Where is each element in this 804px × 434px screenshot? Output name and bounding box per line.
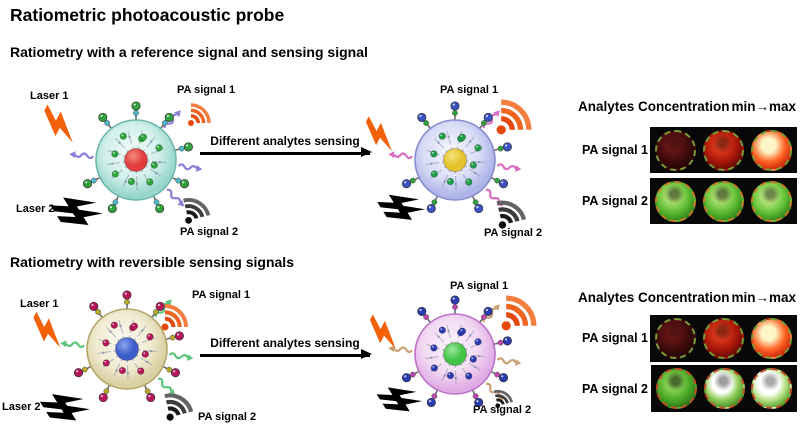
laser1-bolt-icon: [360, 313, 414, 355]
panel-heading: Analytes Concentration min→max: [578, 290, 796, 305]
pa-signal1-image-strip: [650, 315, 797, 362]
pa-signal1-label: PA signal 1: [440, 84, 499, 96]
pa-signal1-waves-icon: [497, 289, 543, 335]
pa-signal2-image-strip: [650, 178, 797, 224]
sensing-arrow: Different analytes sensing: [200, 336, 372, 359]
pa-signal2-waves-icon: [175, 187, 216, 228]
laser1-label: Laser 1: [30, 90, 69, 102]
nanoparticle-before: [60, 287, 194, 407]
pa-image-circle-mid: [703, 318, 744, 359]
right-arrow-icon: [200, 350, 372, 359]
pa-signal2-label: PA signal 2: [180, 226, 239, 238]
pa-image-circle-mid: [703, 180, 744, 222]
pa-signal2-waves-icon: [488, 382, 517, 411]
laser2-bolt-icon: [377, 187, 436, 229]
panel-heading: Analytes Concentration min→max: [578, 99, 796, 114]
pa-signal1-label: PA signal 1: [177, 84, 236, 96]
section1-heading: Ratiometry with a reference signal and s…: [10, 44, 368, 60]
pa-image-circle-min: [656, 368, 697, 409]
laser2-label: Laser 2: [16, 203, 55, 215]
pa-signal2-label: PA signal 2: [484, 227, 543, 239]
pa-signal1-label: PA signal 1: [450, 280, 509, 292]
min-max-label: min→max: [731, 99, 796, 114]
pa-signal1-waves-icon: [158, 299, 193, 334]
section2-heading: Ratiometry with reversible sensing signa…: [10, 254, 294, 270]
pa-signal1-image-strip: [650, 127, 797, 173]
laser2-bolt-icon: [38, 386, 104, 430]
pa-image-circle-max: [751, 129, 792, 171]
pa-image-circle-min: [655, 318, 696, 359]
laser1-bolt-icon: [34, 103, 92, 149]
laser2-label: Laser 2: [2, 401, 41, 413]
panel-row2-label: PA signal 2: [582, 194, 648, 208]
pa-image-circle-min: [655, 129, 696, 171]
pa-image-circle-min: [655, 180, 696, 222]
right-arrow-icon: [200, 148, 372, 157]
laser1-label: Laser 1: [20, 298, 59, 310]
sensing-arrow: Different analytes sensing: [200, 134, 372, 157]
analytes-concentration-label: Analytes Concentration: [578, 290, 730, 305]
pa-signal1-waves-icon: [492, 93, 538, 139]
pa-signal1-label: PA signal 1: [192, 289, 251, 301]
pa-image-circle-mid: [703, 129, 744, 171]
pa-signal1-waves-icon: [185, 99, 215, 129]
laser2-bolt-icon: [376, 380, 434, 420]
min-max-label: min→max: [731, 290, 796, 305]
pa-image-circle-mid: [703, 368, 745, 409]
pa-signal2-waves-icon: [488, 189, 533, 234]
pa-signal2-waves-icon: [156, 382, 200, 426]
pa-signal2-image-strip: [651, 365, 797, 412]
panel-row1-label: PA signal 1: [582, 331, 648, 345]
panel-row1-label: PA signal 1: [582, 143, 648, 157]
laser1-bolt-icon: [356, 115, 410, 157]
sensing-arrow-label: Different analytes sensing: [210, 336, 360, 350]
pa-signal2-label: PA signal 2: [473, 404, 532, 416]
nanoparticle-before: [69, 98, 203, 218]
analytes-concentration-label: Analytes Concentration: [578, 99, 730, 114]
panel-row2-label: PA signal 2: [582, 382, 648, 396]
nanoparticle-after: [388, 292, 522, 412]
pa-image-circle-max: [751, 318, 792, 359]
laser2-bolt-icon: [48, 189, 118, 235]
sensing-arrow-label: Different analytes sensing: [210, 134, 360, 148]
pa-image-circle-max: [751, 368, 792, 409]
figure-title: Ratiometric photoacoustic probe: [10, 5, 285, 25]
nanoparticle-after: [388, 98, 522, 218]
laser1-bolt-icon: [24, 310, 78, 354]
pa-signal2-label: PA signal 2: [198, 411, 257, 423]
pa-image-circle-max: [751, 180, 792, 222]
